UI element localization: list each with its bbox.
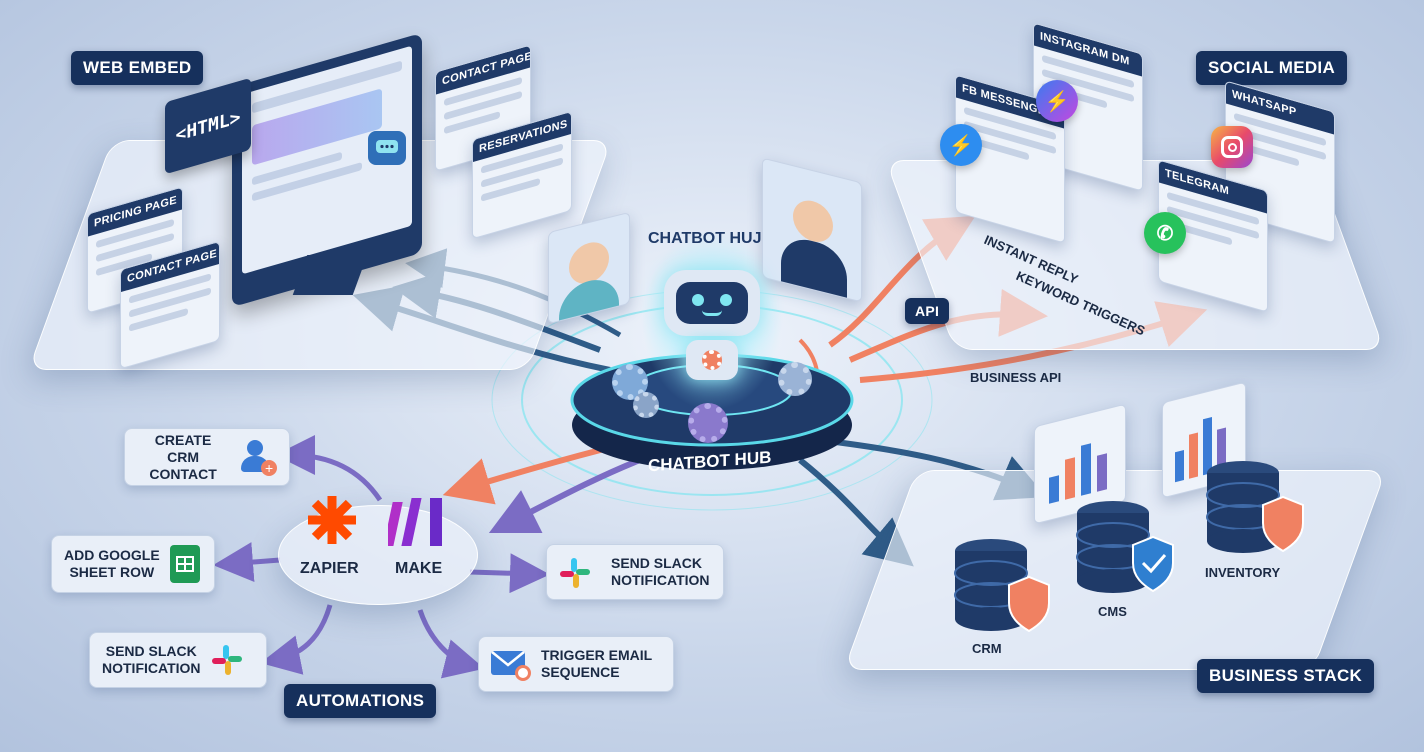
bar-chart-icon	[1049, 443, 1107, 504]
gear-icon	[778, 362, 812, 396]
shield-check-icon	[1132, 535, 1174, 593]
robot-head-icon	[664, 270, 760, 336]
arrow-auto-slack-left	[260, 604, 333, 675]
zapier-icon	[304, 492, 360, 548]
make-icon	[383, 496, 450, 548]
arrow-auto-email	[417, 609, 485, 679]
slack-icon	[559, 557, 591, 589]
business-stack-tag: BUSINESS STACK	[1197, 659, 1375, 693]
hub-title-top: CHATBOT HUJ	[648, 230, 762, 247]
zapier-label: ZAPIER	[300, 560, 359, 577]
make-label: MAKE	[395, 560, 443, 577]
messenger-icon: ⚡	[1036, 80, 1078, 122]
database-group	[954, 461, 1304, 633]
cms-label: CMS	[1098, 604, 1127, 619]
analytics-chart-card	[1162, 381, 1246, 499]
whatsapp-icon: ✆	[1144, 212, 1186, 254]
shield-icon	[1008, 575, 1050, 633]
arrow-auto-crm	[275, 435, 383, 502]
arrow-to-business-2	[798, 457, 914, 567]
arrow-to-automations-1	[442, 442, 621, 505]
business-api-label: BUSINESS API	[970, 370, 1062, 385]
slack-icon	[211, 644, 243, 676]
bar-chart-icon	[1175, 417, 1226, 483]
crm-label: CRM	[972, 641, 1002, 656]
robot-body-gear-icon	[686, 340, 738, 380]
agent-avatar-icon	[793, 196, 833, 247]
web-embed-tag: WEB EMBED	[71, 51, 204, 85]
arrow-to-automations-2	[488, 457, 642, 534]
analytics-chart-card	[1034, 403, 1126, 525]
instagram-icon	[1211, 126, 1253, 168]
gear-icon	[633, 392, 659, 418]
arrow-auto-slack-right	[469, 553, 550, 594]
gear-icon	[688, 403, 728, 443]
shield-icon	[1262, 495, 1304, 553]
google-sheets-icon	[169, 545, 200, 583]
inventory-label: INVENTORY	[1205, 565, 1281, 580]
api-tag: API	[905, 298, 950, 324]
social-media-tag: SOCIAL MEDIA	[1196, 51, 1348, 85]
automations-tag: AUTOMATIONS	[284, 684, 437, 718]
email-clock-icon	[491, 647, 531, 681]
add-user-icon: +	[239, 438, 278, 476]
support-agent-card-right	[762, 157, 862, 303]
arrow-auto-sheet	[213, 542, 281, 583]
chat-bubble-icon	[368, 131, 406, 165]
messenger-icon: ⚡	[940, 124, 982, 166]
